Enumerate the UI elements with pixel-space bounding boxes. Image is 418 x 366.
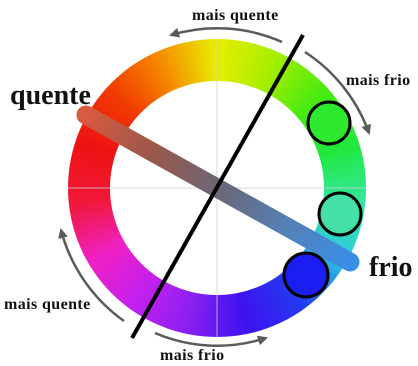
left-arrow-label: mais quente xyxy=(4,296,91,313)
highlight-circle-green xyxy=(308,102,350,144)
bottom-arrow-label: mais frio xyxy=(160,347,224,364)
top-arrow-label: mais quente xyxy=(192,7,279,24)
warm-label: quente xyxy=(10,80,91,111)
right-arrow-label: mais frio xyxy=(346,72,410,89)
cool-label: frio xyxy=(369,252,413,283)
highlight-circle-teal xyxy=(319,193,361,235)
bottom-curved-arrow-icon xyxy=(155,333,266,346)
top-curved-arrow-icon xyxy=(171,28,282,42)
highlight-circle-blue xyxy=(284,253,328,297)
